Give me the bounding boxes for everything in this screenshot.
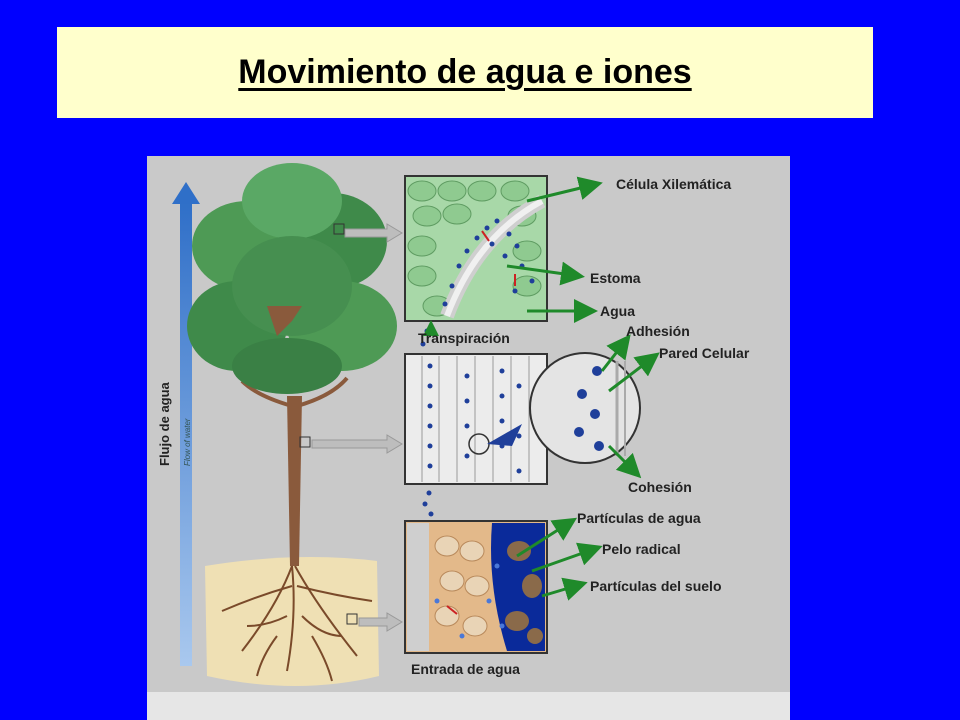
leaf-marker [333,223,345,235]
label-arrows [506,176,660,601]
label-water-entry: Entrada de agua [411,661,520,677]
diagram-svg: Flujo de agua Flow of water [147,163,790,720]
water-movement-diagram: Flujo de agua Flow of water [147,156,790,720]
root-marker [346,613,358,625]
soil-mound [205,557,379,686]
label-xylem-cell: Célula Xilemática [616,176,731,192]
tree-foliage [187,163,397,394]
roots [221,565,373,682]
magnified-cell-wall [529,352,641,464]
leaf-panel [404,175,548,322]
stem-marker [299,436,311,448]
label-stoma: Estoma [590,270,641,286]
slide-title: Movimiento de agua e iones [238,53,692,91]
label-transpiration: Transpiración [418,330,510,346]
pointer-arrows [311,223,403,632]
water-flow-label: Flujo de agua [157,381,172,466]
title-box: Movimiento de agua e iones [57,27,873,118]
label-soil-particles: Partículas del suelo [590,578,722,594]
label-root-hair: Pelo radical [602,541,681,557]
label-adhesion: Adhesión [626,323,690,339]
root-panel [404,520,548,654]
tree-trunk [287,396,302,566]
label-cohesion: Cohesión [628,479,692,495]
figure-bottom-strip [147,692,790,720]
label-water-particles: Partículas de agua [577,510,701,526]
label-cell-wall: Pared Celular [659,345,750,361]
label-water: Agua [600,303,635,319]
water-flow-sublabel: Flow of water [183,418,192,466]
xylem-panel [404,353,548,485]
